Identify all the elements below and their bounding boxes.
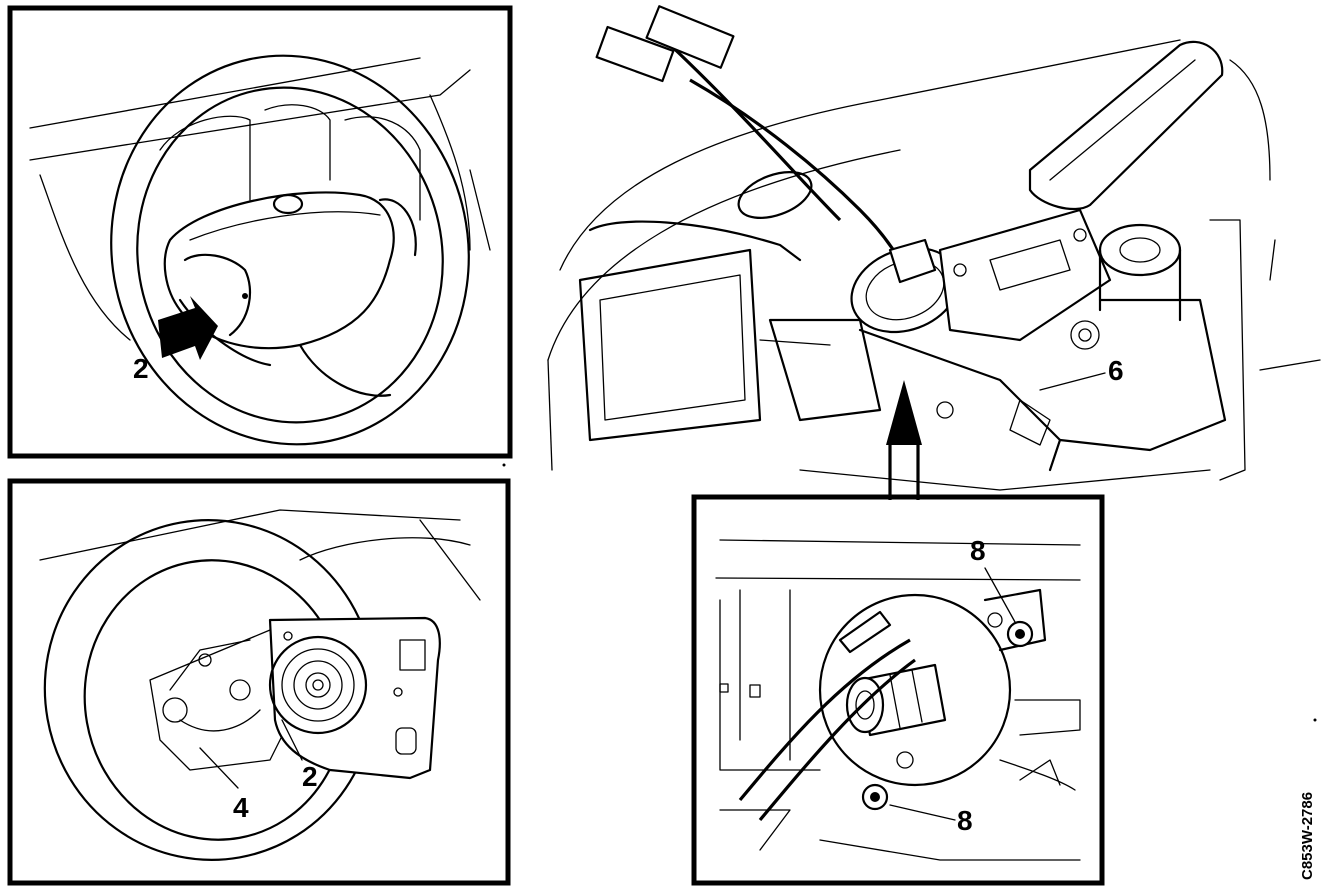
panel-frame [7, 5, 513, 459]
callout-6: 6 [1108, 355, 1124, 386]
connector [595, 25, 675, 83]
callout-2: 2 [133, 353, 149, 384]
callout-4: 4 [233, 792, 249, 823]
figure-code: C853W-2786 [1299, 792, 1316, 880]
arrow-icon [158, 296, 218, 360]
panel-frame [691, 494, 1105, 886]
panel-steering-column: 6 [547, 5, 1321, 500]
panel-airbag-removal: 2 [7, 5, 513, 459]
callout-2: 2 [302, 761, 318, 792]
connector [645, 5, 735, 69]
panel-frame [7, 478, 511, 886]
airbag-module [268, 616, 441, 780]
switch-stalk [1028, 40, 1224, 210]
callout-8-bottom: 8 [957, 805, 973, 836]
ignition-lock [1098, 223, 1182, 277]
steering-wheel-rim [110, 54, 470, 446]
airbag-pad [163, 191, 395, 350]
detail-pointer [888, 440, 920, 500]
panel-airbag-disconnected: 4 2 [7, 478, 511, 886]
callout-8-top: 8 [970, 535, 986, 566]
wiring-harness [689, 78, 907, 271]
panel-contact-reel-detail: 8 8 [691, 494, 1105, 886]
